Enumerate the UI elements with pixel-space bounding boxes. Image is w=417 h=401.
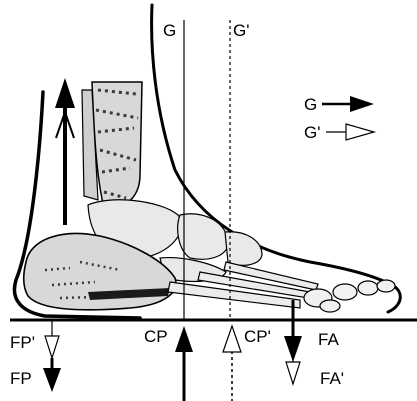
legend-gprime-label: G' <box>304 123 320 142</box>
legend: G G' <box>304 95 374 142</box>
legend-g-label: G <box>304 95 317 114</box>
faprime-label: FA' <box>320 369 344 388</box>
cpprime-force-arrow <box>223 326 241 401</box>
tibia-bone <box>82 82 142 209</box>
gprime-top-label: G' <box>233 21 249 40</box>
cp-label: CP <box>144 327 168 346</box>
fp-force-arrow <box>43 358 61 392</box>
cpprime-label: CP' <box>244 327 271 346</box>
achilles-force-arrow <box>55 78 75 225</box>
fp-label: FP <box>10 369 32 388</box>
g-top-label: G <box>163 21 176 40</box>
legend-solid-arrow-icon <box>322 96 374 112</box>
cp-force-arrow <box>175 326 193 401</box>
fa-label: FA <box>318 330 339 349</box>
fpprime-label: FP' <box>10 333 35 352</box>
legend-open-arrow-icon <box>326 124 374 140</box>
fpprime-force-arrow <box>45 320 59 358</box>
